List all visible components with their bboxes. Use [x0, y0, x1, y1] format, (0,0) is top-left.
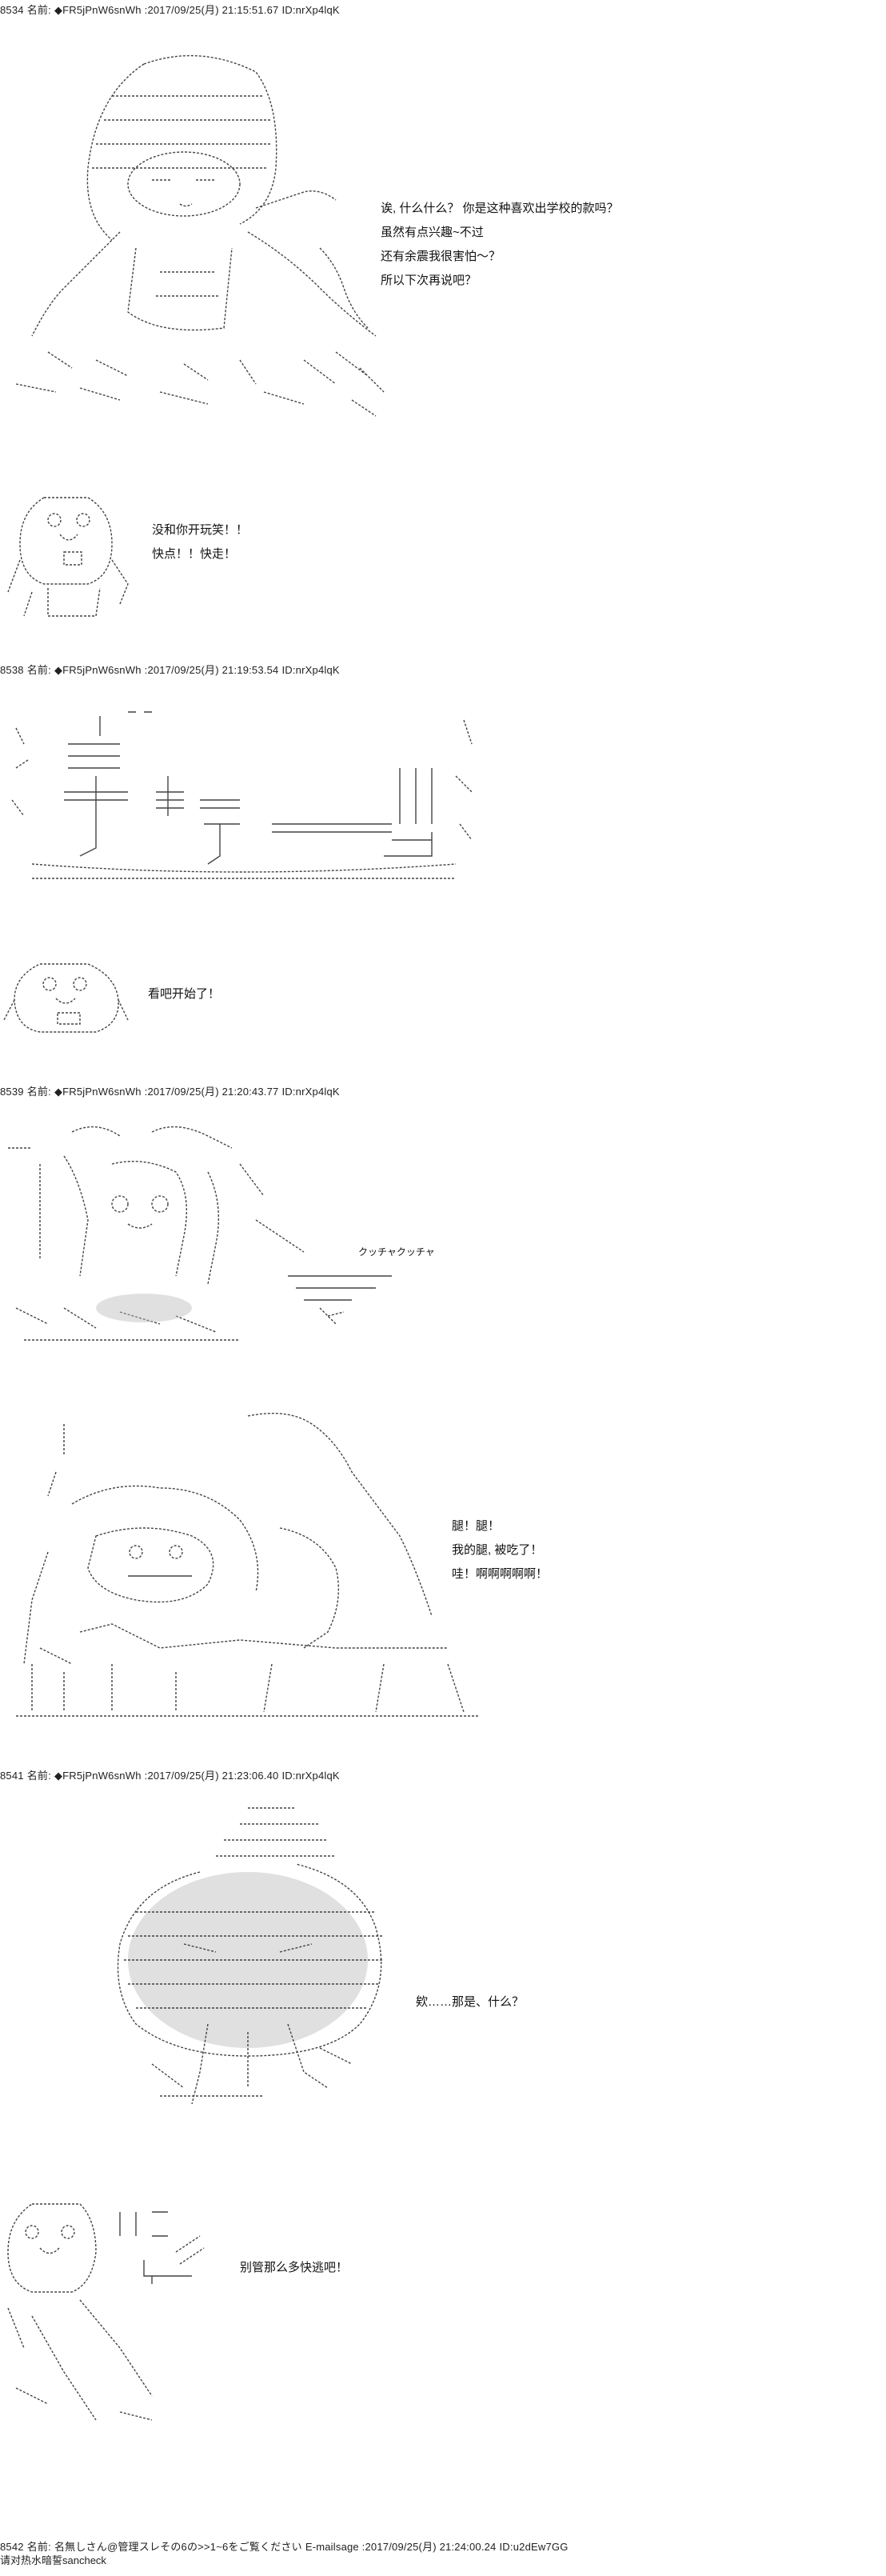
post-number: 8539	[0, 1086, 24, 1098]
poster-name[interactable]: 名無しさん@管理スレその6の>>1~6をご覧ください	[54, 2541, 302, 2553]
poster-trip[interactable]: ◆FR5jPnW6snWh	[54, 4, 142, 16]
post-number: 8534	[0, 4, 24, 16]
name-label: 名前:	[26, 664, 51, 676]
poster-trip[interactable]: ◆FR5jPnW6snWh	[54, 664, 142, 676]
dialogue-box: 没和你开玩笑！！ 快点！！快走！	[152, 518, 248, 566]
post-datetime: E-mailsage :2017/09/25(月) 21:24:00.24	[305, 2541, 497, 2553]
post-datetime: :2017/09/25(月) 21:23:06.40	[144, 1770, 279, 1782]
post-number: 8541	[0, 1770, 24, 1782]
dialogue-line: 腿！腿！	[452, 1519, 501, 1533]
ascii-art-small-mascot	[3, 963, 129, 1033]
dialogue-box: 诶, 什么什么？ 你是这种喜欢出学校的款吗？ 虽然有点兴趣~不过 还有余震我很害…	[381, 197, 619, 293]
poster-id[interactable]: ID:nrXp4lqK	[281, 1770, 340, 1782]
dialogue-line: 还有余震我很害怕～？	[381, 250, 501, 263]
poster-id[interactable]: ID:nrXp4lqK	[281, 1086, 340, 1098]
poster-id[interactable]: ID:u2dEw7GG	[499, 2541, 569, 2553]
dialogue-line: 没和你开玩笑！！	[152, 523, 249, 537]
dialogue-line: 哇！啊啊啊啊啊！	[452, 1567, 549, 1581]
dialogue-line: 看吧开始了！	[148, 987, 221, 1001]
post-body-text: 请对热水暗誓sancheck	[0, 2554, 106, 2566]
post-datetime: :2017/09/25(月) 21:15:51.67	[144, 4, 279, 16]
dialogue-box: 别管那么多快逃吧！	[240, 2256, 348, 2280]
dialogue-box: 看吧开始了！	[148, 982, 220, 1006]
dialogue-line: 我的腿, 被吃了！	[452, 1543, 543, 1557]
dialogue-line: 欸……那是、什么？	[416, 1995, 525, 2009]
ascii-art-running-mascot	[7, 2203, 205, 2421]
ascii-art-sound-effect-banner	[11, 711, 473, 879]
poster-id[interactable]: ID:nrXp4lqK	[281, 4, 340, 16]
post-datetime: :2017/09/25(月) 21:19:53.54	[144, 664, 279, 676]
post-number: 8538	[0, 664, 24, 676]
dialogue-line: 所以下次再说吧？	[381, 274, 477, 287]
ascii-art-eating-creatures	[8, 1126, 392, 1341]
dialogue-box: 欸……那是、什么？	[416, 1990, 524, 2014]
name-label: 名前:	[26, 1770, 51, 1782]
post-datetime: :2017/09/25(月) 21:20:43.77	[144, 1086, 279, 1098]
dialogue-line: 诶, 什么什么？ 你是这种喜欢出学校的款吗？	[381, 202, 619, 215]
name-label: 名前:	[26, 4, 51, 16]
post-number: 8542	[0, 2541, 24, 2553]
poster-id[interactable]: ID:nrXp4lqK	[281, 664, 340, 676]
ascii-art-monster-biting	[16, 1413, 480, 1717]
sound-effect-text: クッチャクッチャ	[358, 1246, 435, 1258]
dialogue-line: 虽然有点兴趣~不过	[381, 226, 484, 239]
dialogue-box: 腿！腿！ 我的腿, 被吃了！ 哇！啊啊啊啊啊！	[452, 1514, 548, 1586]
ascii-art-small-mascot	[7, 497, 129, 617]
dialogue-line: 别管那么多快逃吧！	[240, 2261, 349, 2274]
dialogue-line: 快点！！快走！	[152, 547, 237, 561]
name-label: 名前:	[26, 2541, 51, 2553]
poster-trip[interactable]: ◆FR5jPnW6snWh	[54, 1770, 142, 1782]
ascii-art-girl-figure	[15, 54, 385, 417]
poster-trip[interactable]: ◆FR5jPnW6snWh	[54, 1086, 142, 1098]
name-label: 名前:	[26, 1086, 51, 1098]
ascii-art-hooded-figure	[117, 1807, 384, 2105]
